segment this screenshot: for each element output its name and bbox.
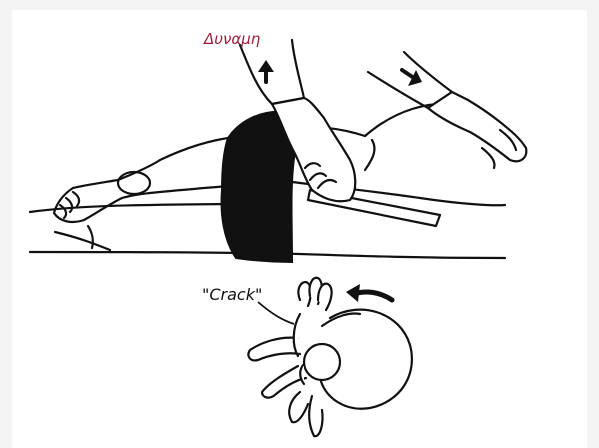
force-label: Δυναμη (203, 30, 261, 48)
crack-label: "Crack" (202, 285, 262, 304)
arrow-up-icon (258, 60, 274, 82)
crack-leader-line (258, 302, 294, 324)
practitioner-right-hand (368, 52, 526, 168)
curved-arrow-icon (346, 284, 392, 302)
arrow-down-right-icon (402, 70, 422, 86)
vertebra-illustration (248, 278, 411, 436)
